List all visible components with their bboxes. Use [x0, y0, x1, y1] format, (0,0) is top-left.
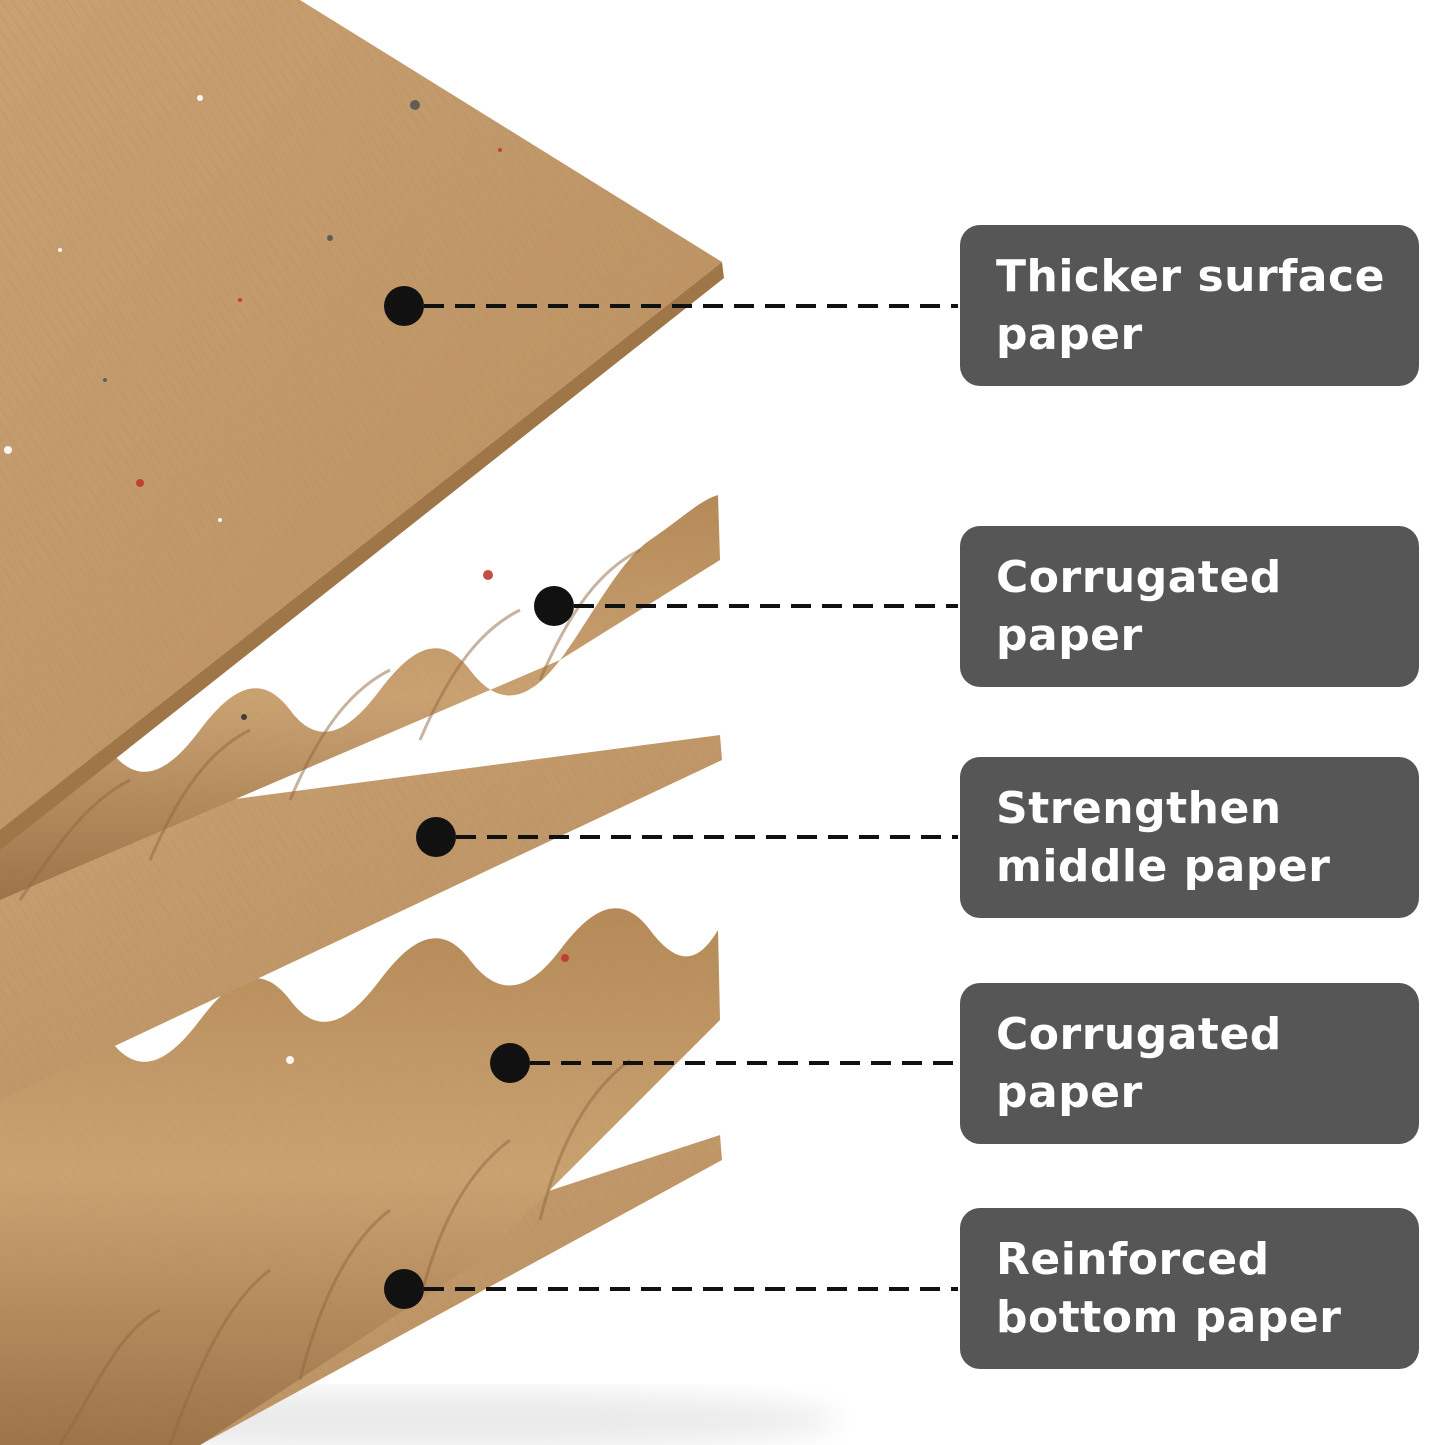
callout-dot-3 — [416, 817, 456, 857]
middle-sheet — [0, 735, 722, 1100]
upper-flute-layer — [0, 495, 720, 901]
label-surface-paper-line2: paper — [996, 308, 1143, 360]
label-surface-paper-line1: Thicker surface — [996, 250, 1385, 302]
label-corrugated-upper-line2: paper — [996, 609, 1143, 661]
label-corrugated-paper-upper: Corrugated paper — [960, 526, 1419, 687]
top-sheet — [0, 0, 724, 1064]
label-corrugated-upper-line1: Corrugated — [996, 551, 1282, 603]
label-corrugated-paper-lower: Corrugated paper — [960, 983, 1419, 1144]
label-middle-paper-line1: Strengthen — [996, 782, 1282, 834]
label-surface-paper: Thicker surface paper — [960, 225, 1419, 386]
callout-dot-1 — [384, 286, 424, 326]
callout-5 — [384, 1269, 958, 1309]
callout-3 — [416, 817, 958, 857]
label-bottom-paper-line1: Reinforced — [996, 1233, 1270, 1285]
label-corrugated-lower-line1: Corrugated — [996, 1008, 1282, 1060]
label-middle-paper-line2: middle paper — [996, 840, 1331, 892]
label-corrugated-lower-line2: paper — [996, 1066, 1143, 1118]
callout-dot-4 — [490, 1043, 530, 1083]
label-middle-paper: Strengthen middle paper — [960, 757, 1419, 918]
callout-4 — [490, 1043, 958, 1083]
callout-dot-5 — [384, 1269, 424, 1309]
lower-flute-layer — [0, 908, 720, 1445]
label-bottom-paper: Reinforced bottom paper — [960, 1208, 1419, 1369]
callout-1 — [384, 286, 958, 326]
callout-2 — [534, 586, 958, 626]
label-bottom-paper-line2: bottom paper — [996, 1291, 1342, 1343]
callout-dot-2 — [534, 586, 574, 626]
